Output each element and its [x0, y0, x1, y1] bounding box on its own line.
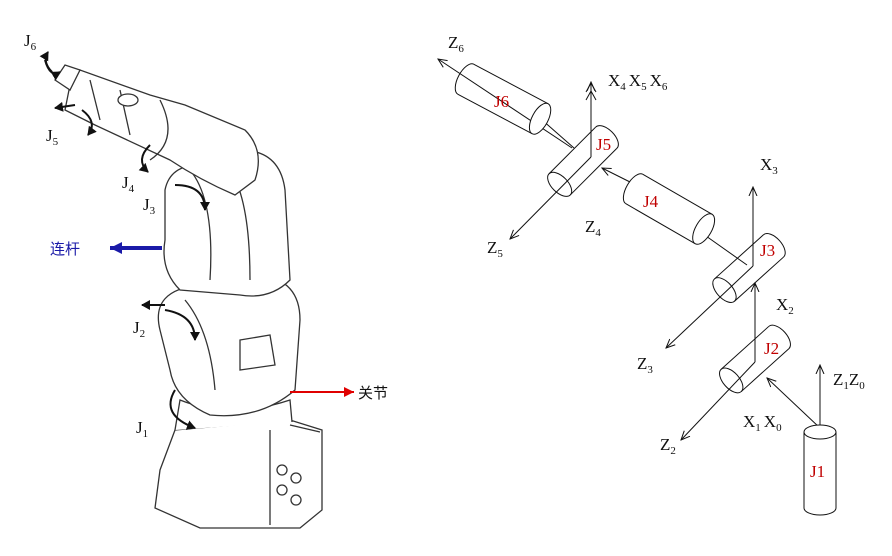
cylinder-j6 — [454, 63, 552, 135]
joint-label: 关节 — [358, 384, 388, 402]
label-j3: J3 — [143, 195, 156, 217]
label-j6: J6 — [24, 31, 37, 53]
cylinder-label-j6: J6 — [494, 92, 509, 111]
cylinder-j2 — [719, 324, 791, 394]
robot-lower-arm — [157, 274, 301, 417]
z4-axis — [602, 168, 631, 183]
j3-rotation-arrow — [174, 184, 210, 211]
z3-axis — [666, 265, 754, 348]
robot-arm-drawing — [54, 64, 323, 529]
j5-rotation-arrow — [54, 101, 76, 112]
cylinder-label-j5: J5 — [596, 135, 611, 154]
x10-axis — [767, 378, 821, 429]
label-x3: X3 — [760, 155, 778, 177]
cylinder-j3 — [712, 233, 786, 303]
cylinder-label-j3: J3 — [760, 241, 775, 260]
cylinder-j5 — [547, 125, 619, 197]
z5-axis — [510, 156, 592, 239]
robot-forearm — [64, 69, 259, 196]
label-j4: J4 — [122, 173, 135, 195]
j1-rotation-arrow — [169, 389, 196, 430]
label-z1-z0: Z1Z0 — [833, 370, 865, 392]
kinematic-schematic — [438, 59, 837, 516]
label-z3: Z3 — [637, 354, 653, 376]
label-j1: J1 — [136, 418, 148, 440]
label-z4: Z4 — [585, 217, 601, 239]
j4-rotation-arrow — [138, 144, 151, 173]
label-z6: Z6 — [448, 33, 464, 55]
label-j5: J5 — [46, 126, 59, 148]
cylinder-label-j2: J2 — [764, 339, 779, 358]
label-j2: J2 — [133, 318, 145, 340]
z2-axis — [681, 361, 756, 440]
cylinder-label-j4: J4 — [643, 192, 659, 211]
cylinder-label-j1: J1 — [810, 462, 825, 481]
cylinder-j1 — [803, 424, 837, 516]
cylinder-j4 — [622, 173, 716, 245]
joint-rotation-arrows — [39, 51, 210, 430]
label-x2: X2 — [776, 295, 794, 317]
link-label: 连杆 — [50, 240, 80, 258]
label-z2: Z2 — [660, 435, 676, 457]
label-z5: Z5 — [487, 238, 503, 260]
